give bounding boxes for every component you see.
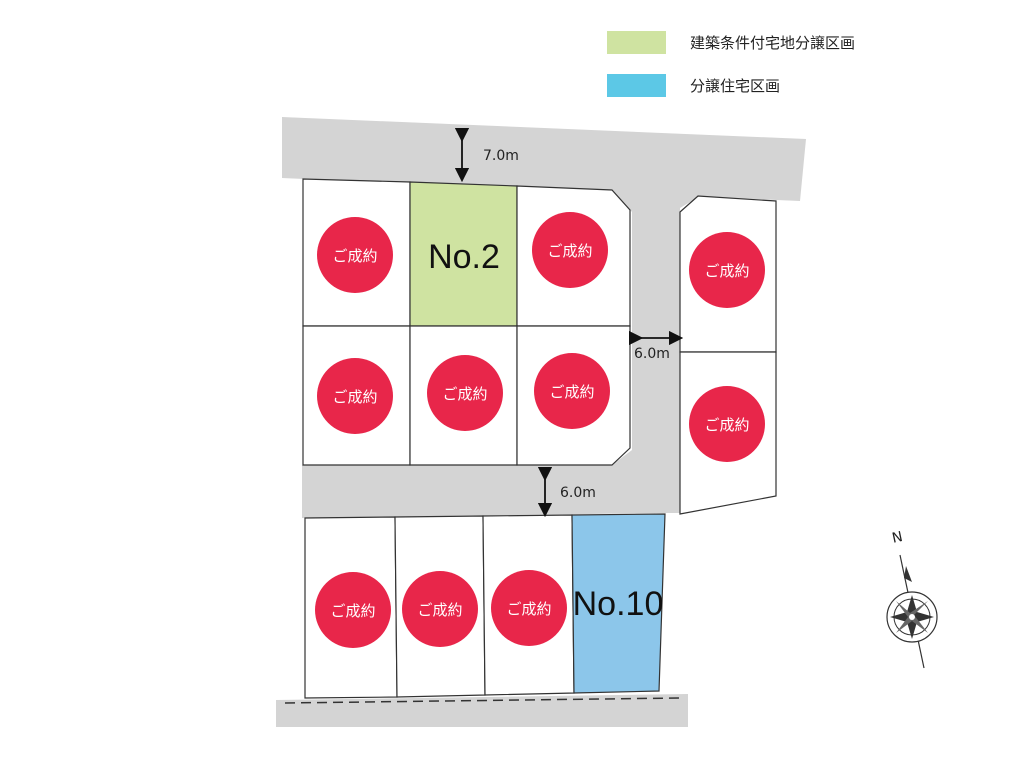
sold-badge-text: ご成約 (417, 601, 462, 619)
sold-badge-text: ご成約 (332, 388, 377, 406)
sold-badge: ご成約 (315, 572, 391, 648)
sold-badge: ご成約 (534, 353, 610, 429)
road-width-center-horizontal: 6.0m (560, 485, 596, 501)
legend-item-house-lot: 分譲住宅区画 (607, 74, 780, 97)
sold-badge-text: ご成約 (506, 600, 551, 618)
sold-badge: ご成約 (689, 232, 765, 308)
road-south (276, 694, 688, 727)
lot-label-no10: No.10 (573, 585, 664, 623)
sold-badge-text: ご成約 (547, 242, 592, 260)
compass-north-label: N (891, 529, 905, 547)
sold-badge-text: ご成約 (330, 602, 375, 620)
legend-label: 建築条件付宅地分譲区画 (690, 34, 856, 52)
legend-label: 分譲住宅区画 (690, 77, 781, 95)
sold-badge: ご成約 (491, 570, 567, 646)
road-north (282, 117, 806, 201)
sold-badge: ご成約 (317, 217, 393, 293)
sold-badge: ご成約 (689, 386, 765, 462)
sold-badge: ご成約 (402, 571, 478, 647)
road-south-centerline (284, 697, 681, 704)
legend-swatch-blue (607, 74, 666, 97)
road-width-center-vertical: 6.0m (634, 346, 670, 362)
sold-badge: ご成約 (317, 358, 393, 434)
sold-badge-text: ご成約 (332, 247, 377, 265)
sold-badge-text: ご成約 (704, 262, 749, 280)
sold-badge-text: ご成約 (549, 383, 594, 401)
sold-badge: ご成約 (532, 212, 608, 288)
legend-swatch-green (607, 31, 666, 54)
sold-badge-text: ご成約 (442, 385, 487, 403)
lot-no10 (571, 513, 666, 694)
road-width-north: 7.0m (483, 148, 519, 164)
legend-item-conditional-land: 建築条件付宅地分譲区画 (607, 31, 855, 54)
sold-badge: ご成約 (427, 355, 503, 431)
lot-label-no2: No.2 (428, 238, 500, 276)
compass-rose-icon: N (886, 529, 938, 669)
sold-badge-text: ご成約 (704, 416, 749, 434)
road-center (302, 178, 700, 518)
